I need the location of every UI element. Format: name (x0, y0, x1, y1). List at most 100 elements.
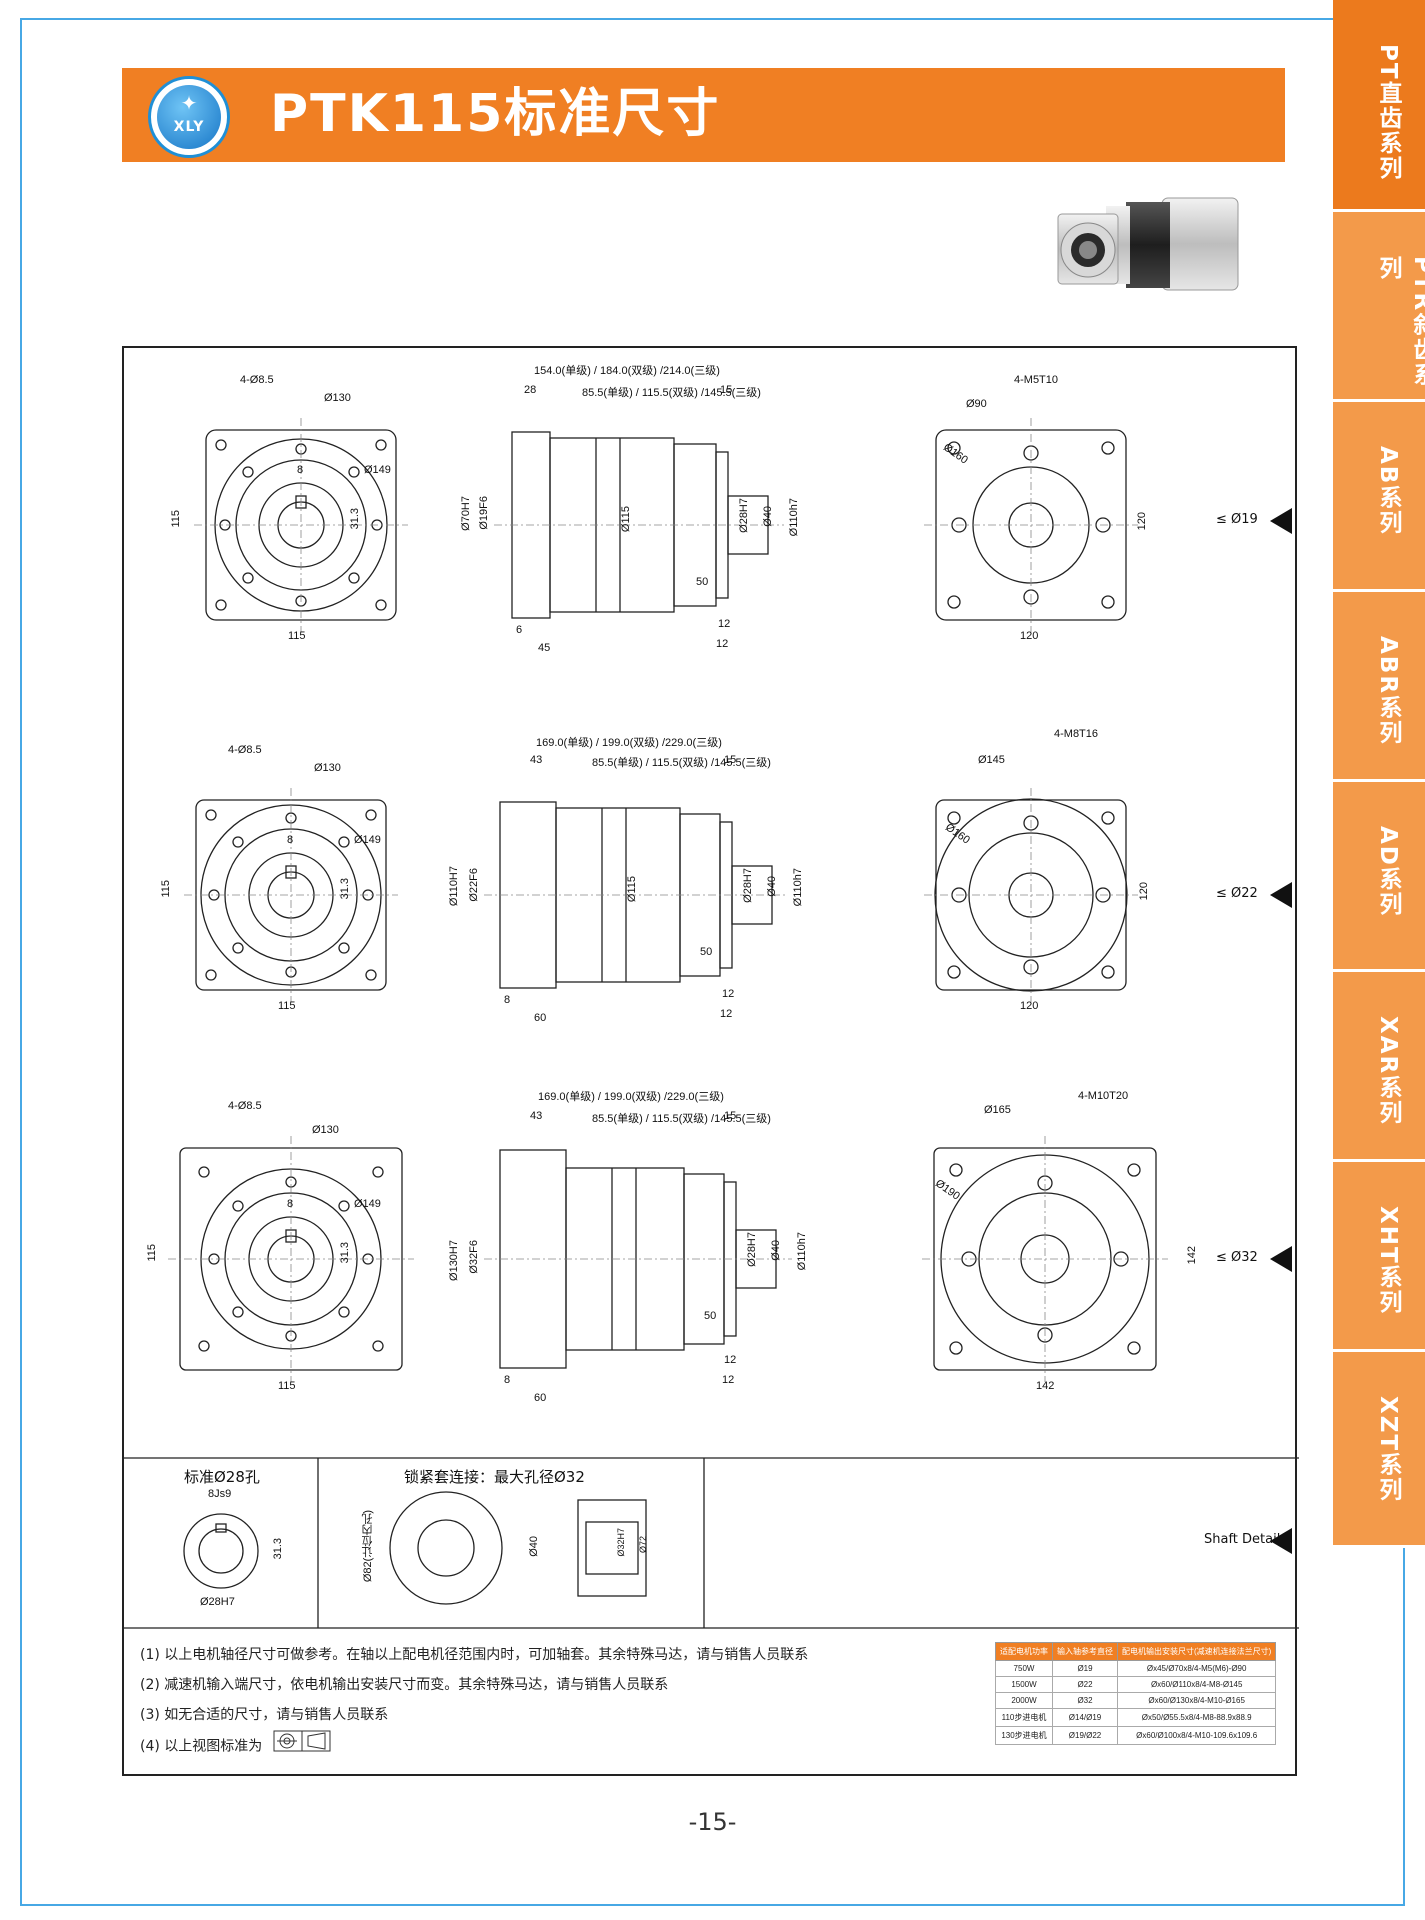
technical-drawing: 4-Ø8.5 Ø130 Ø149 8 31.3 115 115 154.0(单级… (122, 346, 1299, 1776)
row2-shaft-mark: ≤ Ø22 (1216, 886, 1258, 901)
lock-32-label: Ø32H7 (616, 1528, 626, 1557)
side2-dim-50: 50 (700, 946, 713, 958)
tab-xar[interactable]: XAR系列 (1333, 972, 1425, 1162)
side-flange-len: 28 (524, 384, 537, 396)
tab-label: AD系列 (1375, 826, 1401, 917)
front3-keyway-label: 8 (287, 1198, 294, 1210)
row1-pointer-icon (1270, 508, 1292, 534)
spec-table-header: 适配电机功率 输入轴参考直径 配电机输出安装尺寸(减速机连接法兰尺寸) (995, 1642, 1277, 1661)
tab-ad[interactable]: AD系列 (1333, 782, 1425, 972)
side2-shaft-len: 15 (724, 754, 737, 766)
side-out-dia1: Ø40 (762, 506, 774, 527)
lock-40-label: Ø40 (528, 1536, 540, 1557)
tab-xzt[interactable]: XZT系列 (1333, 1352, 1425, 1548)
front2-key-height: 31.3 (339, 878, 351, 900)
side2-body-len: 85.5(单级) / 115.5(双级) /145.5(三级) (592, 757, 771, 769)
note-2: (2) 减速机输入端尺寸，依电机输出安装尺寸而变。其余特殊马达，请与销售人员联系 (140, 1677, 669, 1693)
side-pilot: Ø70H7 (460, 496, 472, 531)
side3-input-bore: Ø32F6 (468, 1240, 480, 1274)
star-icon: ✦ (180, 91, 198, 115)
tab-ptr[interactable]: PTR斜齿系列 (1333, 212, 1425, 402)
side-shaft-len: 15 (720, 384, 733, 396)
front2-height: 115 (160, 880, 172, 898)
shaft-detail-pointer-icon (1270, 1528, 1292, 1554)
side2-out-dia2: Ø110h7 (792, 868, 804, 907)
front2-width: 115 (278, 1000, 296, 1012)
page-number: -15- (688, 1808, 737, 1836)
side3-pilot: Ø130H7 (448, 1240, 460, 1281)
tab-xht[interactable]: XHT系列 (1333, 1162, 1425, 1352)
note-1: (1) 以上电机轴径尺寸可做参考。在轴以上配电机径范围内时，可加轴套。其余特殊马… (140, 1647, 809, 1663)
rear-boss: Ø90 (966, 398, 987, 410)
product-photo (1057, 197, 1239, 291)
rear-width: 120 (1020, 630, 1039, 642)
side3-out-dia1: Ø40 (770, 1240, 782, 1261)
rear2-width: 120 (1020, 1000, 1039, 1012)
std-bore-title: 标准Ø28孔 (184, 1468, 260, 1486)
rear3-boss: Ø165 (984, 1104, 1011, 1116)
side2-dim-8: 8 (504, 994, 511, 1006)
side-body-dia: Ø115 (620, 506, 632, 533)
tab-label: PTR斜齿系列 (1375, 256, 1425, 388)
rear-height: 120 (1136, 512, 1148, 531)
tab-label: AB系列 (1375, 446, 1401, 536)
tab-pt[interactable]: PT直齿系列 (1333, 0, 1425, 212)
note-4: (4) 以上视图标准为 (140, 1730, 808, 1763)
side3-body-len: 85.5(单级) / 115.5(双级) /145.5(三级) (592, 1113, 771, 1125)
front-key-height-label: 31.3 (349, 508, 361, 530)
front-width-label: 115 (288, 630, 306, 642)
front2-keyway-label: 8 (287, 834, 294, 846)
side2-dim-12b: 12 (720, 1008, 733, 1020)
side3-dim-8: 8 (504, 1374, 511, 1386)
rear3-threads: 4-M10T20 (1078, 1090, 1129, 1102)
front3-height: 115 (146, 1244, 158, 1262)
page-title: PTK115标准尺寸 (270, 84, 721, 144)
rear2-height: 120 (1138, 882, 1150, 901)
note-3: (3) 如无合适的尺寸，请与销售人员联系 (140, 1707, 389, 1723)
side3-dim-60: 60 (534, 1392, 547, 1404)
side3-dim-12a: 12 (724, 1354, 737, 1366)
side2-out-bore: Ø28H7 (742, 868, 754, 903)
side3-total-length: 169.0(单级) / 199.0(双级) /229.0(三级) (538, 1091, 724, 1103)
side3-dim-50: 50 (704, 1310, 717, 1322)
xly-logo: ✦ XLY (148, 76, 230, 158)
front-holes-label: 4-Ø8.5 (240, 374, 274, 386)
side3-shaft-len: 15 (724, 1110, 737, 1122)
std-key-h-label: 31.3 (272, 1538, 284, 1560)
side2-out-dia1: Ø40 (766, 876, 778, 897)
side3-flange-len: 43 (530, 1110, 543, 1122)
front3-key-height: 31.3 (339, 1242, 351, 1264)
notes: (1) 以上电机轴径尺寸可做参考。在轴以上配电机径范围内时，可加轴套。其余特殊马… (140, 1640, 808, 1763)
front2-holes-label: 4-Ø8.5 (228, 744, 262, 756)
row3-pointer-icon (1270, 1246, 1292, 1272)
drawing-lines (124, 418, 1299, 1629)
front2-pcd-label: Ø130 (314, 762, 341, 774)
rear-threads: 4-M5T10 (1014, 374, 1059, 386)
rear2-boss: Ø145 (978, 754, 1005, 766)
side-out-dia2: Ø110h7 (788, 498, 800, 537)
front3-holes-label: 4-Ø8.5 (228, 1100, 262, 1112)
front2-diag-label: Ø149 (354, 834, 381, 846)
tab-label: ABR系列 (1375, 636, 1401, 746)
tab-abr[interactable]: ABR系列 (1333, 592, 1425, 782)
rear3-width: 142 (1036, 1380, 1055, 1392)
side3-out-dia2: Ø110h7 (796, 1232, 808, 1271)
logo-text: XLY (173, 119, 205, 135)
front3-width: 115 (278, 1380, 296, 1392)
lock-dia-label: Ø82(让位内孔) (362, 1510, 374, 1583)
std-key-label: 8Js9 (208, 1488, 232, 1500)
spec-col-power: 适配电机功率 (995, 1642, 1053, 1661)
side2-pilot: Ø110H7 (448, 866, 460, 907)
tab-label: PT直齿系列 (1375, 44, 1401, 181)
row3-shaft-mark: ≤ Ø32 (1216, 1250, 1258, 1265)
side2-total-length: 169.0(单级) / 199.0(双级) /229.0(三级) (536, 737, 722, 749)
tab-label: XAR系列 (1375, 1016, 1401, 1126)
side-dim-12b: 12 (716, 638, 729, 650)
tab-label: XZT系列 (1375, 1396, 1401, 1503)
tab-ab[interactable]: AB系列 (1333, 402, 1425, 592)
side3-dim-12b: 12 (722, 1374, 735, 1386)
row2-pointer-icon (1270, 882, 1292, 908)
